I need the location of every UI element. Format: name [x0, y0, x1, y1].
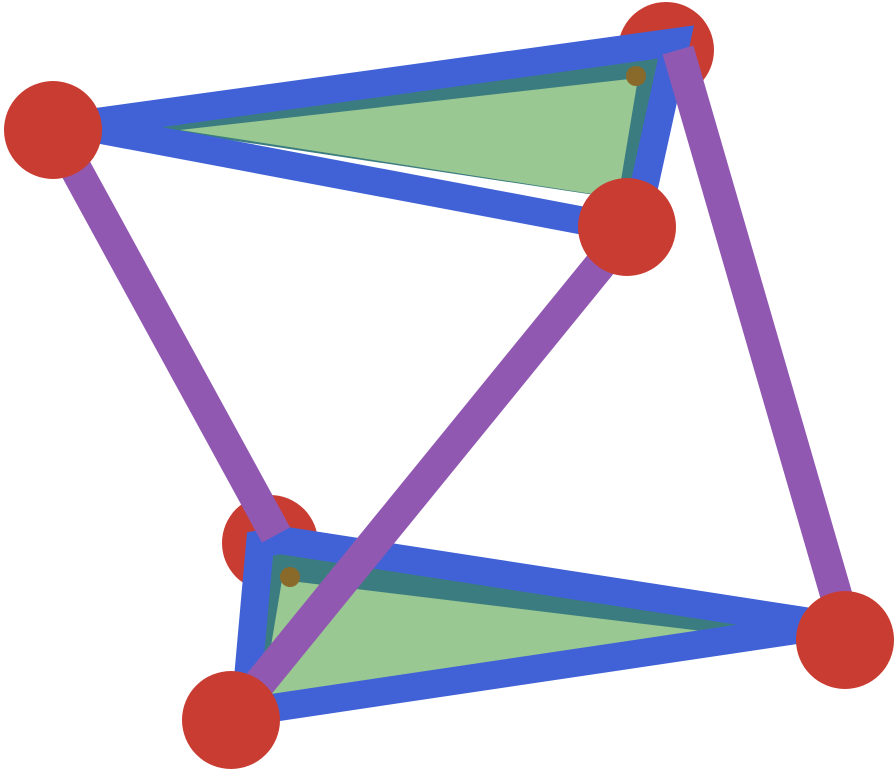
connector-left [45, 132, 291, 543]
top-triangle-fill [180, 78, 638, 198]
sphere-bottom-right [796, 591, 894, 689]
connector-diagonal [229, 227, 635, 716]
sphere-top-left [4, 81, 102, 179]
connector-right [662, 45, 858, 620]
sphere-top-middle [578, 178, 676, 276]
sphere-shadow [280, 567, 300, 587]
bottom-triangle-fill [262, 580, 760, 700]
sphere-bottom-left [182, 671, 280, 769]
sphere-shadow [626, 66, 646, 86]
bottom-triangle [229, 525, 833, 729]
top-triangle [72, 25, 695, 237]
